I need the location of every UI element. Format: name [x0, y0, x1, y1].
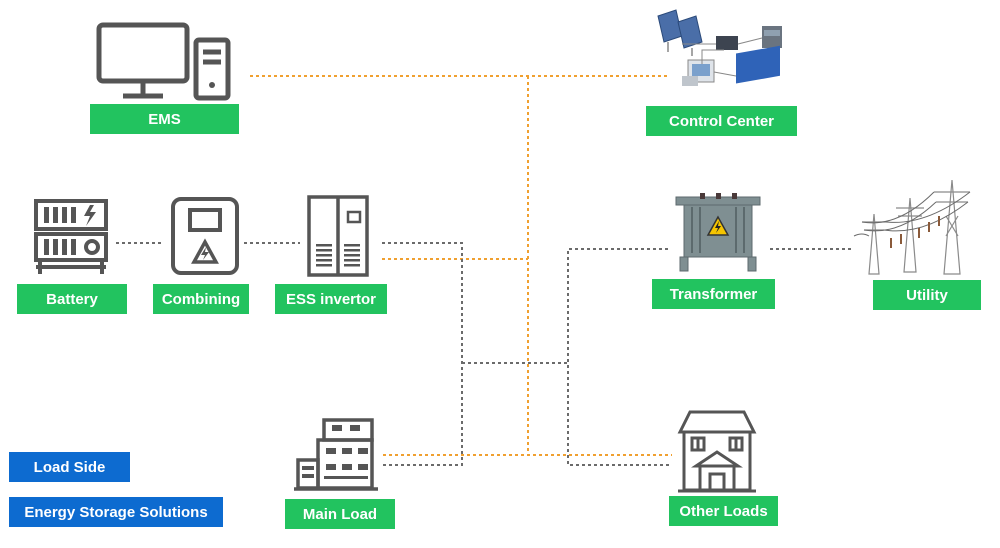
legend-energy-storage: Energy Storage Solutions	[9, 497, 223, 527]
battery-rack-icon	[34, 199, 108, 274]
ess-inverter-label: ESS invertor	[275, 284, 387, 314]
house-icon	[677, 410, 757, 493]
combiner-box-icon	[171, 197, 239, 275]
inverter-bus-line	[382, 242, 463, 466]
legend-load-side: Load Side	[9, 452, 130, 482]
transformer-icon	[675, 193, 761, 272]
ems-label: EMS	[90, 104, 239, 134]
charge-controller-icon	[716, 36, 738, 50]
server-rack-icon	[736, 45, 780, 84]
power-line-tower-icon	[853, 179, 971, 275]
communication-lines	[250, 75, 672, 456]
transformer-label: Transformer	[652, 279, 775, 309]
transformer-bus-line	[567, 248, 672, 466]
utility-label: Utility	[873, 280, 981, 310]
building-icon	[294, 418, 378, 491]
control-center-equipment-icon	[657, 9, 782, 86]
combining-label: Combining	[153, 284, 249, 314]
other-loads-label: Other Loads	[669, 496, 778, 526]
main-load-label: Main Load	[285, 499, 395, 529]
power-lines	[116, 242, 852, 466]
control-center-label: Control Center	[646, 106, 797, 136]
solar-panels-icon	[657, 9, 703, 49]
inverter-cabinet-icon	[307, 195, 369, 277]
battery-label: Battery	[17, 284, 127, 314]
computer-icon	[96, 22, 231, 101]
